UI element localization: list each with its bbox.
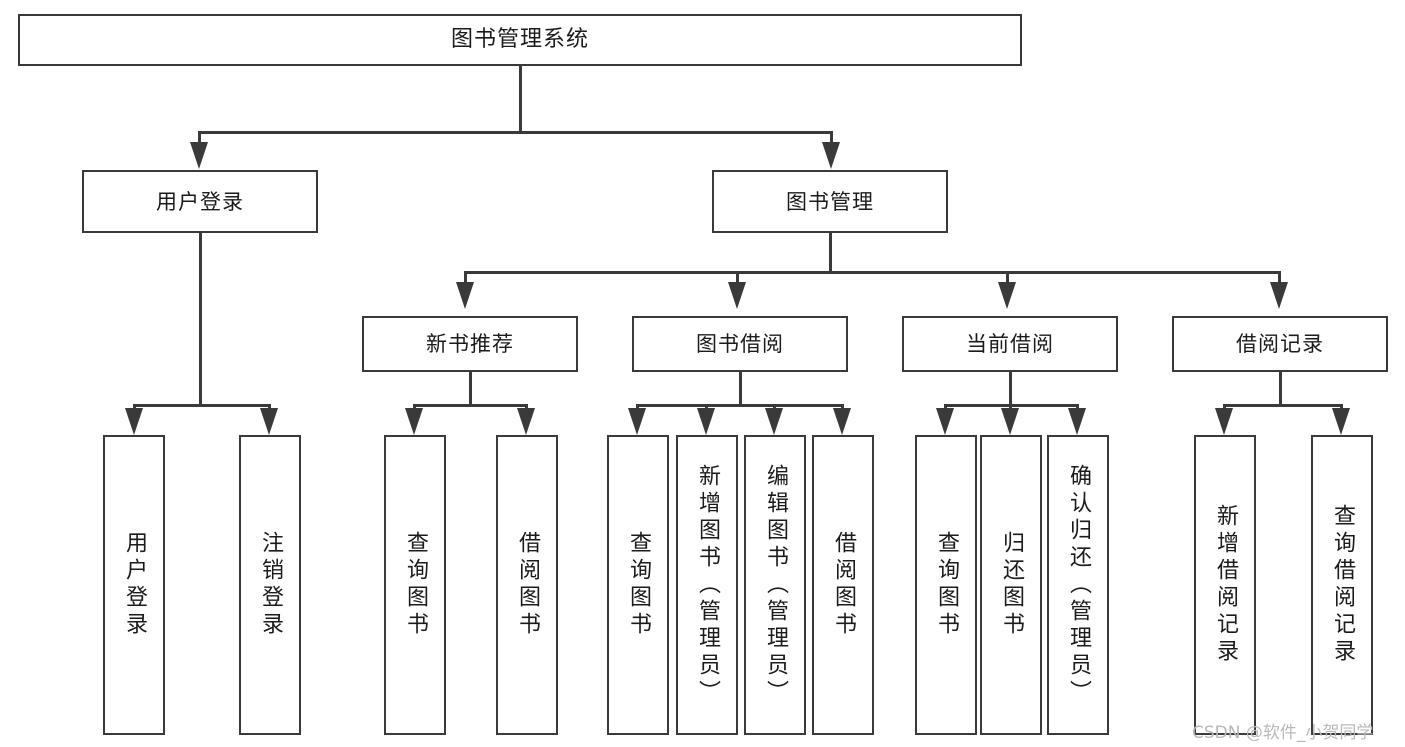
connector-book-mgmt-bar xyxy=(464,271,1280,274)
arrow-book-mgmt-to-borrow-books xyxy=(728,282,746,309)
arrow-borrow-books-to-leaf-3 xyxy=(765,408,783,435)
arrow-borrow-books-to-leaf-1 xyxy=(628,408,646,435)
connector-book-mgmt-to-borrow-books xyxy=(736,271,739,287)
node-label: 借阅图书 xyxy=(831,531,856,639)
leaf-records-query-record[interactable]: 查询借阅记录 xyxy=(1311,435,1373,735)
arrow-borrow-books-to-leaf-4 xyxy=(833,408,851,435)
arrow-root-to-user-login xyxy=(190,142,208,169)
connector-borrow-records-bar xyxy=(1223,404,1341,407)
arrow-book-mgmt-to-borrow-records xyxy=(1270,282,1288,309)
connector-book-mgmt-to-current-borrow xyxy=(1006,271,1009,287)
arrow-borrow-books-to-leaf-2 xyxy=(697,408,715,435)
leaf-current-query-book[interactable]: 查询图书 xyxy=(915,435,977,735)
leaf-current-return-book[interactable]: 归还图书 xyxy=(980,435,1042,735)
leaf-current-confirm-return-admin[interactable]: 确认归还（管理员） xyxy=(1047,435,1109,735)
arrow-user-login-to-leaf-2 xyxy=(260,408,278,435)
node-user-login[interactable]: 用户登录 xyxy=(82,170,318,233)
connector-borrow-books-bar xyxy=(636,404,843,407)
node-label: 新增图书（管理员） xyxy=(695,463,720,707)
connector-book-mgmt-stem xyxy=(829,233,832,272)
arrow-root-to-book-mgmt xyxy=(822,142,840,169)
arrow-new-books-to-leaf-1 xyxy=(405,408,423,435)
connector-root-to-book-mgmt xyxy=(830,131,833,148)
node-current-borrow[interactable]: 当前借阅 xyxy=(902,316,1118,372)
arrow-current-borrow-to-leaf-1 xyxy=(936,408,954,435)
node-label: 编辑图书（管理员） xyxy=(763,463,788,707)
leaf-new-books-borrow-book[interactable]: 借阅图书 xyxy=(496,435,558,735)
node-label: 图书借阅 xyxy=(696,332,784,356)
connector-user-login-stem xyxy=(199,233,202,405)
node-label: 用户登录 xyxy=(156,189,244,214)
leaf-records-add-record[interactable]: 新增借阅记录 xyxy=(1194,435,1256,735)
leaf-user-login[interactable]: 用户登录 xyxy=(103,435,165,735)
connector-new-books-stem xyxy=(469,372,472,405)
node-book-management[interactable]: 图书管理 xyxy=(712,170,948,233)
node-label: 查询借阅记录 xyxy=(1330,504,1355,666)
connector-root-to-user-login xyxy=(198,131,201,148)
node-label: 用户登录 xyxy=(122,531,147,639)
connector-borrow-records-stem xyxy=(1279,372,1282,405)
arrow-user-login-to-leaf-1 xyxy=(125,408,143,435)
connector-book-mgmt-to-new-books xyxy=(464,271,467,287)
node-label: 查询图书 xyxy=(934,531,959,639)
node-label: 查询图书 xyxy=(626,531,651,639)
leaf-borrow-borrow-book[interactable]: 借阅图书 xyxy=(812,435,874,735)
node-label: 借阅图书 xyxy=(515,531,540,639)
leaf-borrow-edit-book-admin[interactable]: 编辑图书（管理员） xyxy=(744,435,806,735)
arrow-new-books-to-leaf-2 xyxy=(517,408,535,435)
arrow-borrow-records-to-leaf-1 xyxy=(1215,408,1233,435)
node-label: 确认归还（管理员） xyxy=(1066,463,1091,707)
node-book-borrow[interactable]: 图书借阅 xyxy=(632,316,848,372)
node-label: 新增借阅记录 xyxy=(1213,504,1238,666)
node-borrow-record[interactable]: 借阅记录 xyxy=(1172,316,1388,372)
connector-borrow-books-stem xyxy=(739,372,742,405)
connector-root-stem xyxy=(519,66,522,132)
arrow-borrow-records-to-leaf-2 xyxy=(1332,408,1350,435)
node-label: 图书管理系统 xyxy=(450,27,589,52)
node-label: 查询图书 xyxy=(403,531,428,639)
leaf-borrow-add-book-admin[interactable]: 新增图书（管理员） xyxy=(676,435,738,735)
node-label: 图书管理 xyxy=(786,189,874,214)
node-label: 当前借阅 xyxy=(966,332,1054,356)
node-new-book-recommend[interactable]: 新书推荐 xyxy=(362,316,578,372)
connector-user-login-bar xyxy=(133,404,270,407)
leaf-new-books-query-book[interactable]: 查询图书 xyxy=(384,435,446,735)
node-root-system[interactable]: 图书管理系统 xyxy=(18,14,1022,66)
leaf-borrow-query-book[interactable]: 查询图书 xyxy=(607,435,669,735)
leaf-logout[interactable]: 注销登录 xyxy=(239,435,301,735)
connector-new-books-bar xyxy=(413,404,527,407)
connector-root-bar xyxy=(198,131,832,134)
node-label: 注销登录 xyxy=(258,531,283,639)
arrow-current-borrow-to-leaf-3 xyxy=(1068,408,1086,435)
arrow-book-mgmt-to-new-books xyxy=(456,282,474,309)
arrow-book-mgmt-to-current-borrow xyxy=(998,282,1016,309)
node-label: 新书推荐 xyxy=(426,332,514,356)
csdn-watermark: CSDN @软件_小贺同学 xyxy=(1192,723,1374,743)
node-label: 借阅记录 xyxy=(1236,332,1324,356)
connector-book-mgmt-to-borrow-records xyxy=(1278,271,1281,287)
node-label: 归还图书 xyxy=(999,531,1024,639)
connector-current-borrow-stem xyxy=(1009,372,1012,405)
arrow-current-borrow-to-leaf-2 xyxy=(1001,408,1019,435)
